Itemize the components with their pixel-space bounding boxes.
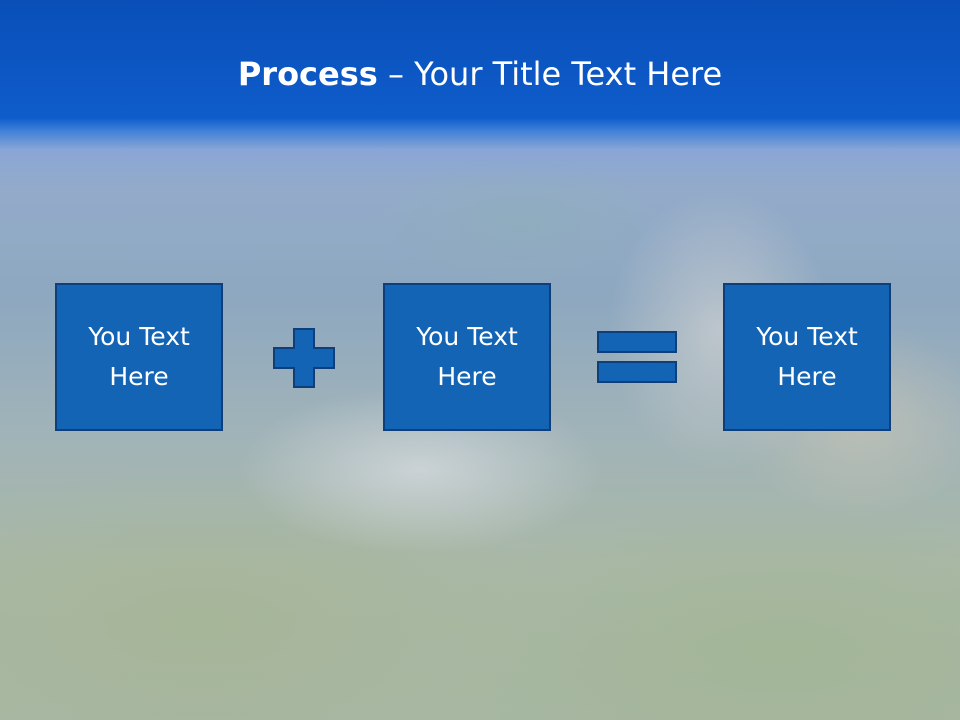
process-box-1-text: You Text Here — [88, 322, 190, 391]
process-box-3: You Text Here — [723, 283, 891, 431]
plus-icon — [273, 328, 335, 388]
equals-icon — [597, 331, 677, 383]
process-box-2-text: You Text Here — [416, 322, 518, 391]
slide-title: Process – Your Title Text Here — [0, 50, 960, 98]
title-rest-part: – Your Title Text Here — [377, 55, 723, 93]
process-box-2: You Text Here — [383, 283, 551, 431]
title-bold-part: Process — [237, 55, 378, 93]
process-box-1: You Text Here — [55, 283, 223, 431]
process-box-3-text: You Text Here — [756, 322, 858, 391]
